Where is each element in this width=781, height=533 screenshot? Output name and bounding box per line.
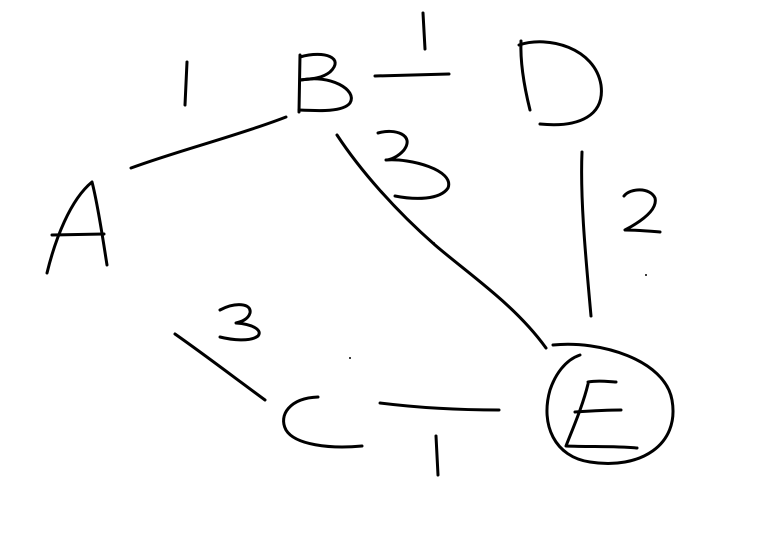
edge-a-b — [129, 115, 288, 170]
edge-c-e — [378, 401, 501, 412]
stray-dot — [433, 242, 435, 244]
node-b — [297, 52, 353, 114]
edge-d-e — [580, 150, 593, 318]
weight-b-e — [376, 129, 451, 200]
weight-c-e — [434, 434, 440, 477]
node-a — [45, 180, 109, 275]
weight-d-e — [622, 188, 662, 234]
edge-a-c — [173, 332, 267, 402]
node-d — [517, 39, 603, 127]
node-c — [282, 395, 364, 449]
edge-b-e — [335, 133, 548, 350]
edge-b-d — [373, 72, 451, 78]
highlight-circle — [545, 342, 675, 465]
weight-c-e-label: 1 — [0, 0, 1, 2]
node-e — [545, 342, 675, 465]
stray-dot — [349, 357, 351, 359]
weight-a-c — [218, 303, 261, 342]
stray-dot — [645, 274, 647, 276]
weight-b-d — [421, 11, 427, 51]
weight-a-b — [183, 60, 189, 107]
